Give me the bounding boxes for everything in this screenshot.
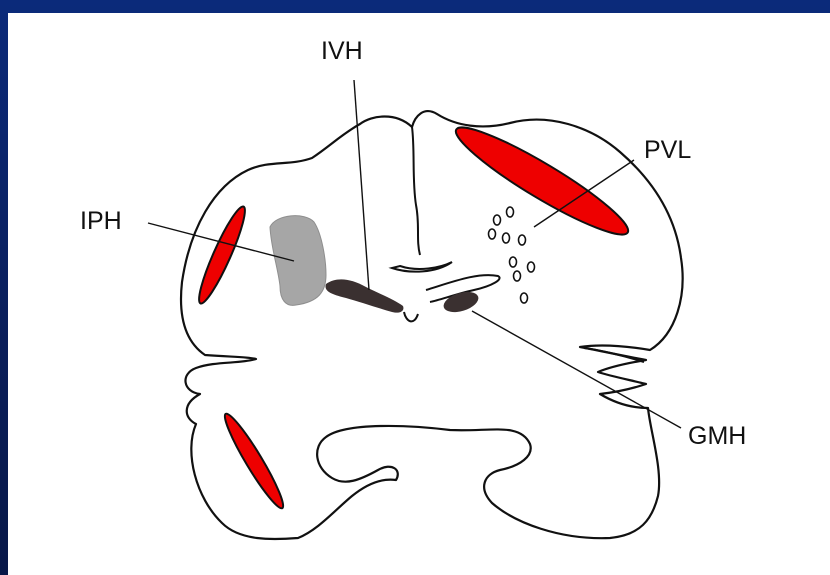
pvl-cyst <box>528 262 535 272</box>
pvl-cyst <box>521 293 528 303</box>
pvl-cyst <box>510 257 517 267</box>
gmh-label: GMH <box>688 422 746 450</box>
pvl-cyst <box>503 233 510 243</box>
pvl-cyst <box>514 271 521 281</box>
pvl-label: PVL <box>644 136 691 164</box>
pvl-cyst <box>519 235 526 245</box>
ivh-label: IVH <box>321 37 363 65</box>
pvl-cyst <box>507 207 514 217</box>
iph-label: IPH <box>80 207 122 235</box>
pvl-cyst <box>494 215 501 225</box>
diagram-panel: IVH PVL IPH GMH <box>8 13 830 575</box>
brain-coronal-diagram: IVH PVL IPH GMH <box>8 13 830 575</box>
pvl-cyst <box>489 229 496 239</box>
